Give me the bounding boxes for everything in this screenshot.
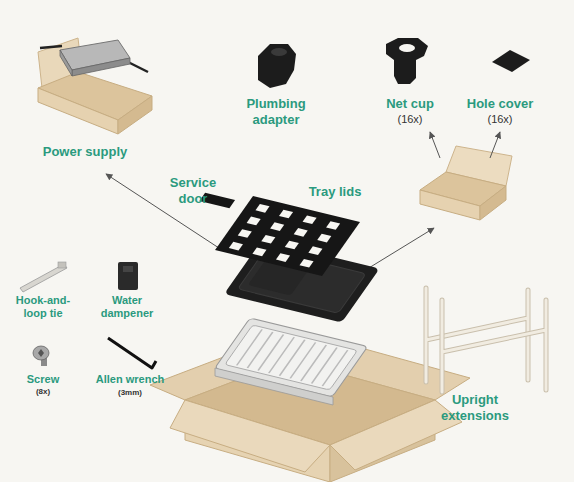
power-supply-box [38,38,152,134]
net-cup-body [386,38,428,84]
adapter-opening [271,48,287,56]
part-label: (16x) [478,113,522,126]
part-label: Service door [163,175,223,206]
accessory-box [420,146,512,220]
extension-frame [442,300,546,392]
upright-extensions [426,288,546,392]
part-label: Power supply [25,144,145,160]
tie-buckle [58,262,66,268]
net-cup [386,38,428,84]
part-label: Net cup [370,96,450,112]
water-dampener [118,262,138,290]
box-side [480,186,506,220]
box-front [420,190,480,220]
hook-and-loop-tie [20,262,67,292]
box-side [118,96,152,134]
plumbing-adapter [258,44,296,88]
part-label: (8x) [28,387,58,397]
arrow-line [106,174,222,250]
cable [40,46,62,48]
screw [33,346,49,366]
part-label: Upright extensions [430,392,520,423]
screw-socket [38,349,44,357]
box-front [38,88,118,134]
part-label: Water dampener [91,294,163,320]
net-cup-hole [399,44,415,52]
part-label: Hook-and-loop tie [7,294,79,320]
part-label: Screw [18,373,68,386]
arrow [106,132,500,282]
power-supply-unit [72,58,130,76]
dampener-body [118,262,138,290]
tray-front [215,368,333,405]
dampener-slot [123,266,133,272]
screw-head [33,346,49,360]
lid-panel [215,196,360,276]
part-label: Allen wrench [85,373,175,386]
adapter-body [258,44,296,88]
hole-cover [492,50,530,72]
extension-frame [442,300,546,392]
part-label: (3mm) [110,388,150,398]
tray-body [215,318,368,397]
arrow-line [490,132,500,158]
cable [128,62,148,72]
part-label: Tray lids [295,184,375,200]
arrow-line [430,132,440,158]
power-supply-unit [60,50,72,76]
part-label: Plumbing adapter [236,96,316,127]
part-label: (16x) [388,113,432,126]
grow-tray [215,318,368,397]
lid-hole [229,204,340,268]
part-label: Hole cover [455,96,545,112]
allen-wrench [108,338,156,368]
box-flap [170,400,330,472]
